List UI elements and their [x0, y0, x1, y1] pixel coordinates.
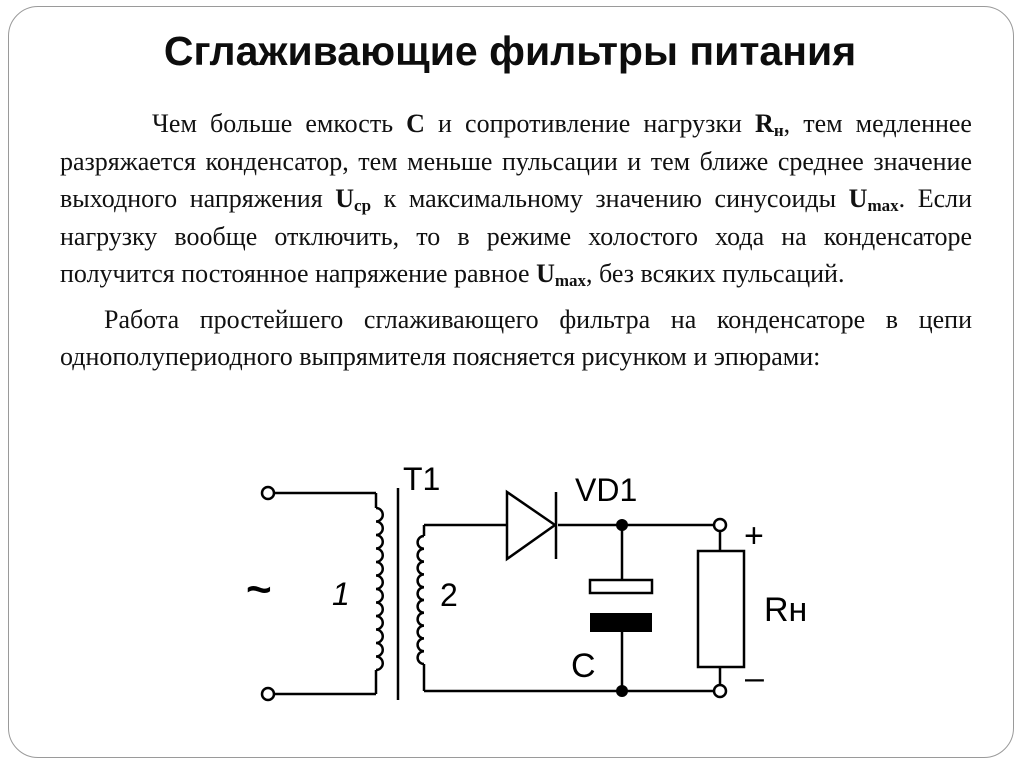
- plus-sign: +: [744, 517, 764, 555]
- diode-triangle: [505, 489, 558, 562]
- secondary-winding-label: 2: [440, 577, 458, 613]
- p1-symbol-umax-2: Umax: [536, 259, 587, 290]
- p1-symbol-umax-1: Umax: [848, 184, 899, 215]
- paragraph-1: Чем больше емкость C и сопротивление наг…: [60, 105, 972, 293]
- paragraph-2: Работа простейшего сглаживающего фильтра…: [60, 304, 972, 372]
- secondary-winding: [416, 534, 425, 666]
- p1-text-6: , без всяких пульсаций.: [586, 259, 845, 288]
- minus-sign: –: [745, 659, 764, 697]
- p1-text-5: . Если нагрузку вообще отключить, то в р…: [60, 184, 972, 288]
- ac-source-symbol: ~: [246, 565, 272, 614]
- input-terminal-bottom: [260, 686, 276, 702]
- p1-symbol-ucp: Uср: [335, 184, 372, 215]
- p1-symbol-r: Rн: [755, 109, 784, 140]
- p1-text-1: Чем больше емкость: [152, 109, 407, 138]
- p1-text-2: и сопротивление нагрузки: [424, 109, 756, 138]
- input-terminal-top: [260, 485, 276, 501]
- primary-winding: [375, 506, 384, 672]
- p1-symbol-c: C: [406, 109, 425, 138]
- slide-title: Сглаживающие фильтры питания: [163, 28, 857, 74]
- p1-text-4: к максимальному значению синусоиды: [371, 184, 849, 213]
- slide-frame: [8, 6, 1014, 758]
- output-terminal-plus: [712, 517, 728, 533]
- capacitor-label: C: [571, 647, 596, 685]
- primary-winding-label: 1: [332, 576, 350, 612]
- load-label: Rн: [764, 591, 807, 629]
- slide-body: Чем больше емкость C и сопротивление наг…: [60, 105, 972, 376]
- junction-dot-top: [616, 519, 628, 531]
- capacitor-plate-top: [588, 578, 654, 595]
- p1-text-3: , тем медленнее разряжается конденсатор,…: [60, 109, 972, 213]
- diode-label: VD1: [575, 472, 637, 508]
- capacitor-plate-bottom: [590, 613, 652, 632]
- output-terminal-minus: [712, 683, 728, 699]
- transformer-label: T1: [403, 461, 440, 497]
- load-resistor: [696, 549, 746, 669]
- junction-dot-bottom: [616, 685, 628, 697]
